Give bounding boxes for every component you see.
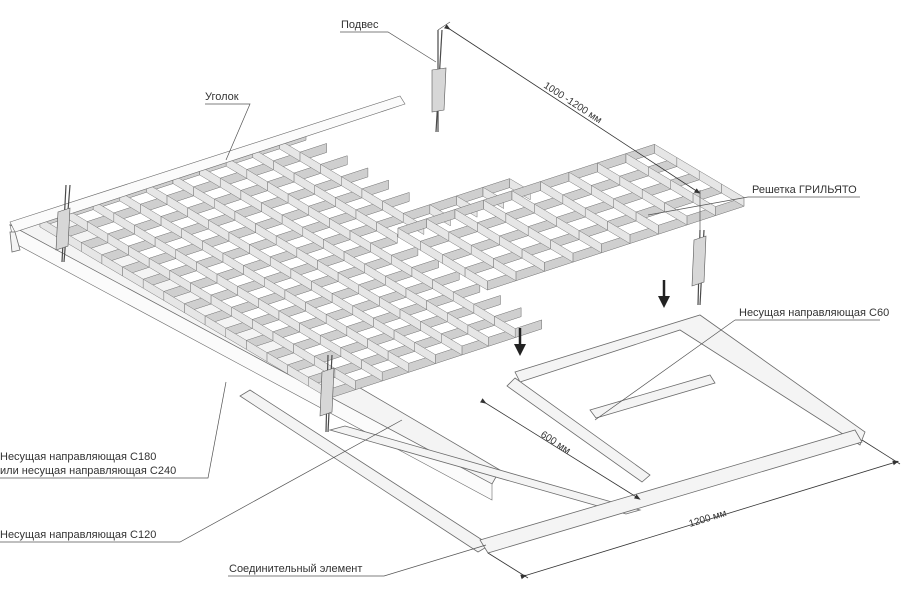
down-arrow-icon [514, 328, 526, 356]
wall-angle [9, 95, 406, 253]
grid-slat [441, 333, 463, 356]
dim-1200-text: 1200 мм [688, 508, 728, 530]
label-connector: Соединительный элемент [229, 563, 362, 575]
hangers [55, 29, 707, 433]
grid-slat [494, 315, 516, 339]
rail-c60-b [589, 374, 716, 419]
grilyato-panel-loose [397, 143, 745, 291]
rail-front [479, 429, 863, 554]
grid-slat [361, 359, 383, 382]
hanger-icon [691, 229, 707, 306]
dim-hanger-spacing-text: 1000 -1200 мм [541, 80, 603, 126]
hanger-icon [55, 184, 71, 263]
label-c60: Несущая направляющая С60 [739, 307, 889, 319]
grid-slat [607, 220, 631, 244]
grid-slat [334, 368, 356, 391]
label-podves: Подвес [341, 19, 379, 31]
grid-slat [721, 183, 745, 207]
grid-slat [387, 350, 410, 373]
grid-slat [550, 239, 574, 263]
leader-lines [0, 31, 880, 577]
down-arrow-icon [658, 280, 670, 308]
grid-slat [692, 192, 716, 217]
label-c120: Несущая направляющая С120 [0, 529, 156, 541]
hanger-icon [431, 29, 447, 133]
label-c180-line1: Несущая направляющая С180 [0, 451, 156, 463]
label-reshetka: Решетка ГРИЛЬЯТО [752, 184, 857, 196]
grid-slat [664, 202, 688, 226]
grid-slat [521, 248, 545, 272]
grid-slat [635, 211, 659, 235]
hanger-icon [319, 354, 335, 433]
label-c180-line2: или несущая направляющая С240 [0, 465, 176, 477]
grid-slat [414, 341, 436, 365]
dimension-1200: 1200 мм [487, 439, 901, 580]
grid-slat [493, 258, 517, 282]
label-ugolok: Уголок [205, 91, 239, 103]
dim-600-text: 600 мм [538, 429, 572, 456]
grid-slat [464, 267, 488, 291]
rail-c120-lower [239, 389, 491, 553]
grid-slat [467, 324, 489, 347]
grid-slat [578, 230, 602, 254]
grid-slat [376, 221, 398, 244]
